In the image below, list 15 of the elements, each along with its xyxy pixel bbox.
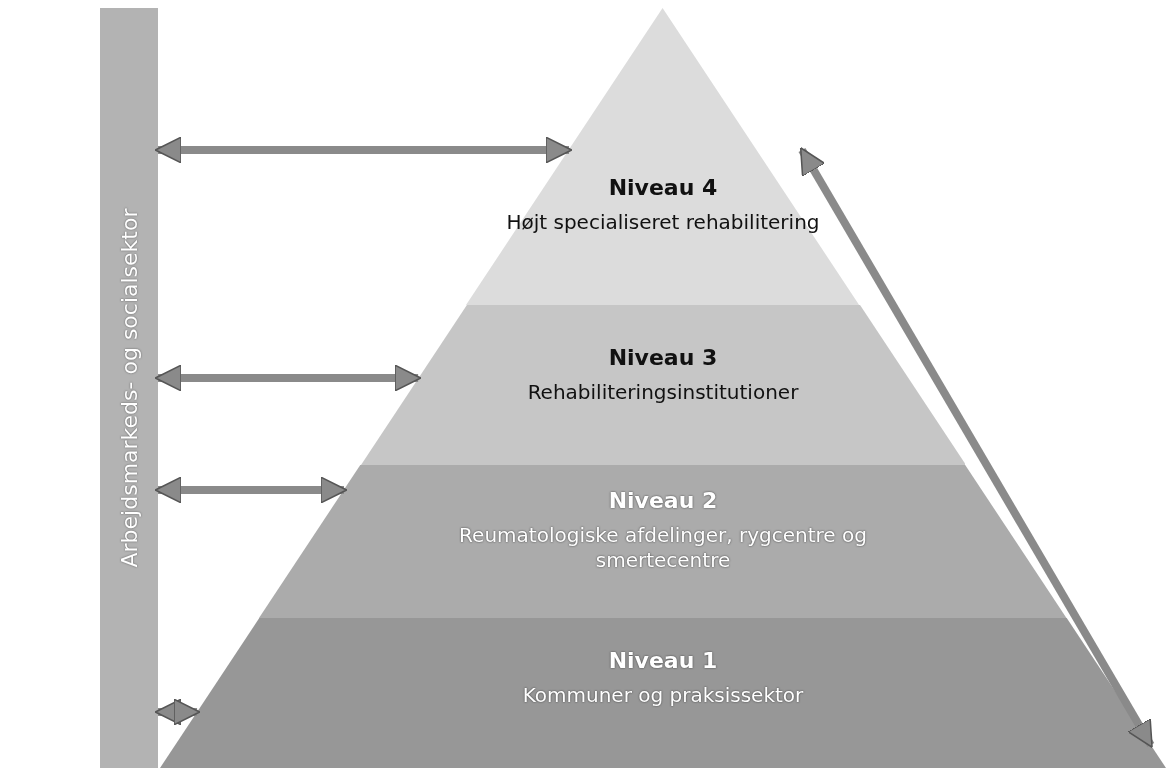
double-arrow [798,147,1155,748]
tier-heading: Niveau 1 [608,648,718,673]
sector-bar [100,8,158,768]
sector-label: Arbejdsmarkeds- og socialsektor [116,208,142,568]
double-arrow [154,364,422,392]
tier-heading: Niveau 3 [608,345,718,370]
tier-description: Højt specialiseret rehabilitering [506,210,820,235]
tier-description: Kommuner og praksissektor [522,683,804,708]
tier-description: Reumatologiske afdelinger, rygcentre og smertecentre [458,523,868,573]
double-arrow [154,698,201,726]
tier-heading: Niveau 2 [608,488,718,513]
tier-description: Rehabiliteringsinstitutioner [527,380,799,405]
tier-heading: Niveau 4 [608,175,718,200]
double-arrow [154,136,573,164]
double-arrow [154,476,348,504]
